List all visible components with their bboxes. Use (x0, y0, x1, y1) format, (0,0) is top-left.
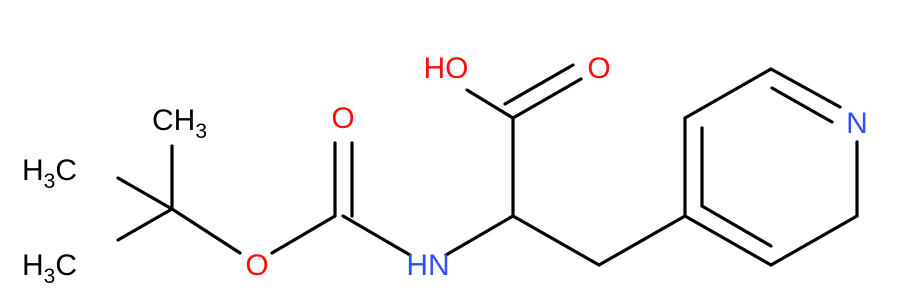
hydroxyl-label: HO (424, 52, 469, 85)
ring-bond-c5-c4-inner (700, 204, 773, 248)
amide-nh-label: HN (406, 249, 449, 282)
ester-oxygen-label: O (245, 249, 268, 282)
bond-ch2-to-ring (597, 214, 687, 267)
ring-bond-c6-c5 (769, 214, 859, 267)
bond-tbu-to-methyl-left-lower (116, 207, 174, 242)
bond-carbonyl-to-nh (341, 214, 412, 257)
bond-acid-co-1 (511, 77, 583, 120)
atom-labels: HO O O O HN N CH3 H3C H3C (22, 52, 868, 288)
methyl-top-label: CH3 (152, 104, 207, 143)
bond-tbu-to-methyl-left-upper (116, 176, 174, 211)
bond-acid-co-2 (503, 63, 575, 106)
acid-carbonyl-oxygen-label: O (587, 52, 610, 85)
bond-acid-to-oh (465, 88, 515, 120)
bonds (116, 63, 859, 267)
methyl-left-lower-label: H3C (22, 249, 77, 288)
bond-nh-to-alpha (444, 214, 515, 257)
ring-bond-c2-n-inner (770, 86, 834, 124)
bond-tbu-to-ester-oxygen (170, 207, 242, 255)
bond-alpha-to-ch2 (511, 214, 601, 267)
ring-bond-c3-c2 (683, 67, 773, 120)
pyridine-nitrogen-label: N (846, 107, 868, 140)
ring-bond-c5-c4 (683, 214, 773, 267)
bond-ester-oxygen-to-carbonyl (270, 214, 337, 255)
ring-bond-c2-n (769, 67, 842, 109)
methyl-left-upper-label: H3C (22, 154, 77, 193)
carbamate-carbonyl-oxygen-label: O (331, 102, 354, 135)
